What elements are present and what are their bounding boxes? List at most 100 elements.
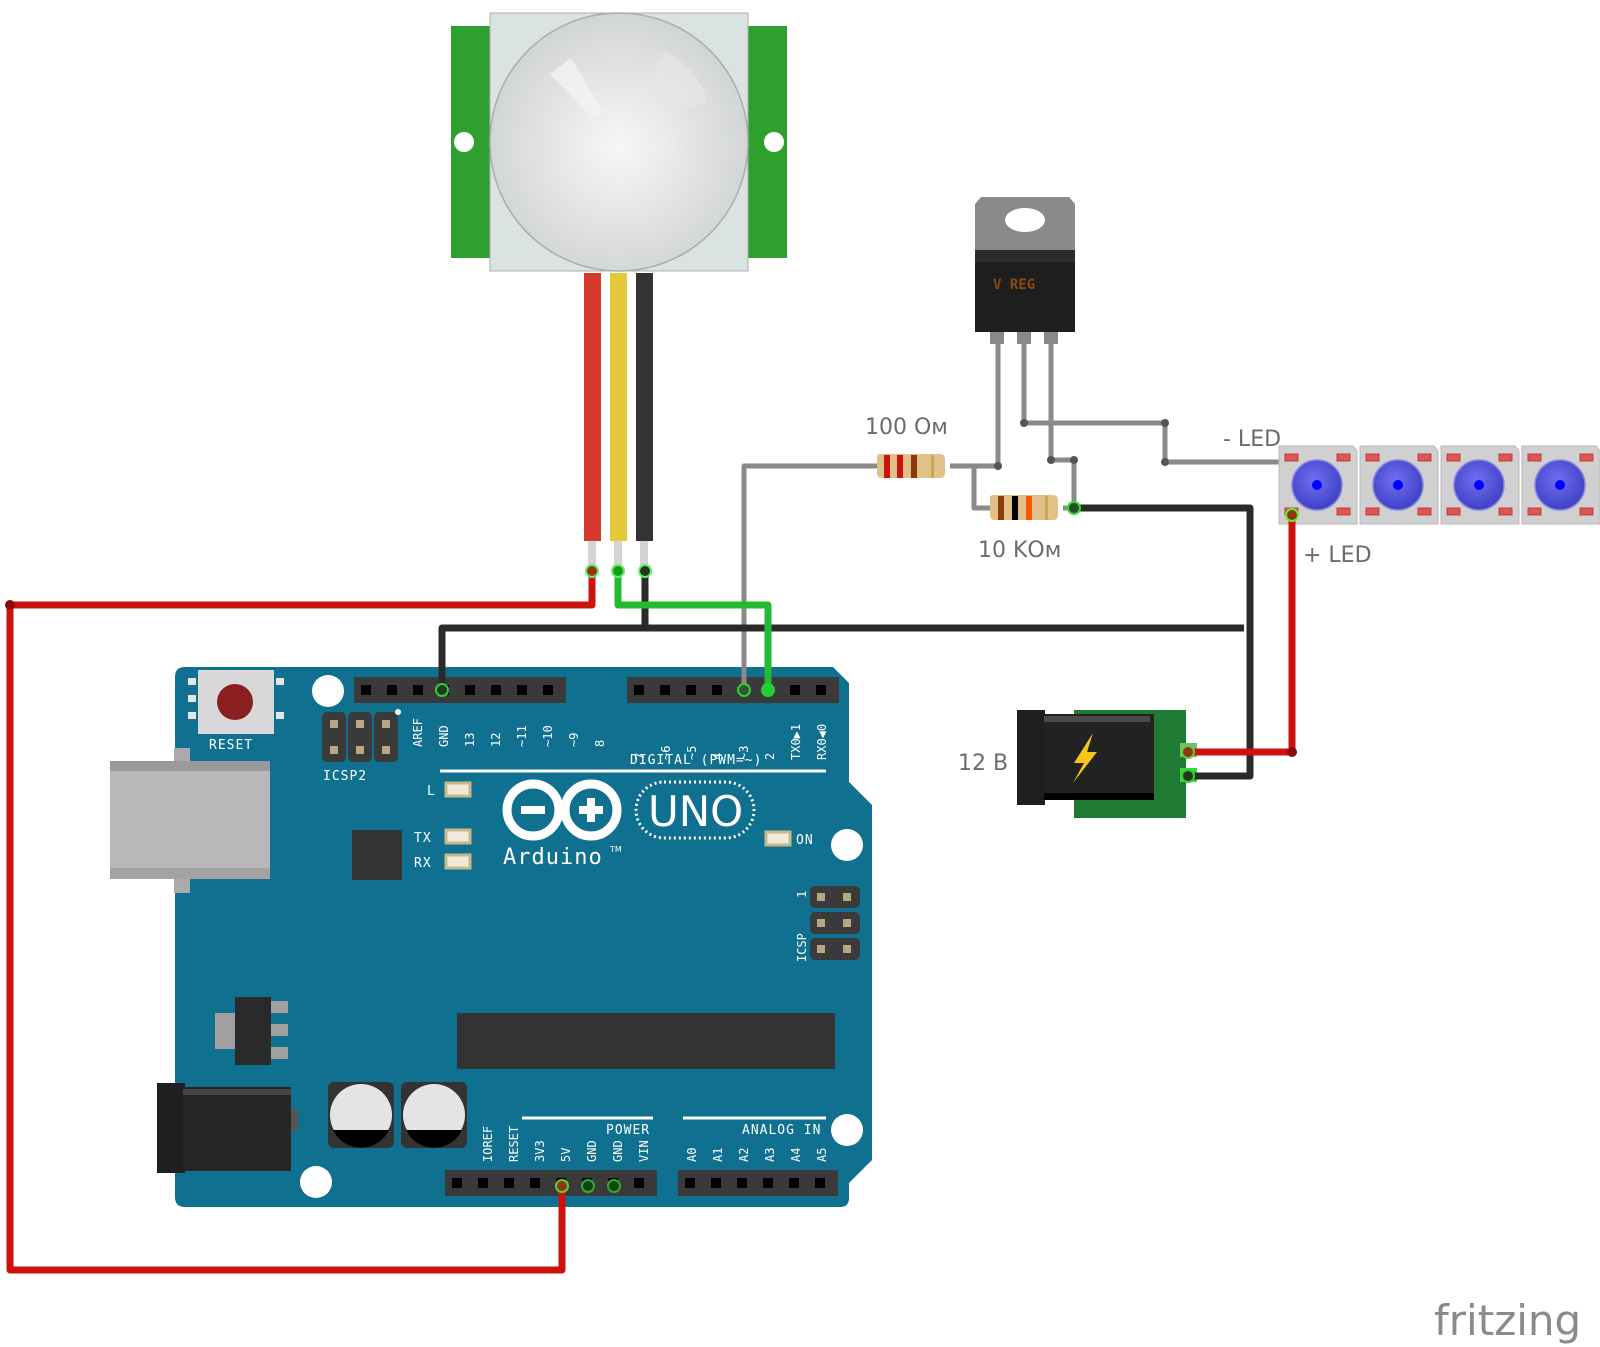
wire-pir-signal-d2: [614, 571, 772, 690]
led-strip: [1278, 445, 1600, 525]
pin-label: 5V: [559, 1148, 573, 1162]
pin-label: GND: [437, 725, 451, 747]
pin-label: 13: [463, 733, 477, 747]
header-pin-socket[interactable]: [491, 685, 501, 695]
resistor-10k-label: 10 KОм: [978, 538, 1061, 563]
pin-label: IOREF: [481, 1126, 495, 1162]
pin-label: A3: [763, 1148, 777, 1162]
header-pin-socket[interactable]: [387, 685, 397, 695]
led-tx: [444, 828, 472, 845]
led-minus-label: - LED: [1223, 427, 1281, 452]
led-rx-label: RX: [414, 856, 432, 871]
pir-hole: [764, 132, 784, 152]
board-regulator: [215, 997, 288, 1065]
connector-endpoints: [435, 501, 1299, 1193]
led-on: [764, 830, 792, 847]
voltage-regulator: V REG: [975, 197, 1075, 344]
vreg-label: V REG: [993, 277, 1035, 293]
dome-highlight: [652, 51, 707, 114]
icsp2-label: ICSP2: [323, 769, 367, 784]
wire-pir-vcc: [6, 571, 596, 1274]
header-pin-socket[interactable]: [789, 1178, 799, 1188]
header-pin-socket[interactable]: [816, 685, 826, 695]
pin-label: ~9: [567, 733, 581, 747]
icsp-label: ICSP: [795, 933, 809, 962]
header-body: [627, 677, 839, 703]
header-pin-socket[interactable]: [660, 685, 670, 695]
header-pin-socket[interactable]: [685, 1178, 695, 1188]
header-pin-socket[interactable]: [530, 1178, 540, 1188]
mounting-hole: [300, 1166, 332, 1198]
led-l: [444, 781, 472, 798]
board-pcb: [175, 667, 872, 1207]
header-pin-socket[interactable]: [517, 685, 527, 695]
reset-button[interactable]: [188, 670, 284, 734]
header-pin-socket[interactable]: [361, 685, 371, 695]
wire-r1-to-r2: [971, 466, 990, 511]
header-pin-socket[interactable]: [634, 1178, 644, 1188]
header-pin-socket[interactable]: [737, 1178, 747, 1188]
header-pin-socket[interactable]: [504, 1178, 514, 1188]
header-pin-socket[interactable]: [815, 1178, 825, 1188]
header-pin-socket[interactable]: [763, 1178, 773, 1188]
capacitor: [401, 1082, 467, 1148]
header-pin-socket[interactable]: [711, 1178, 721, 1188]
header-pin-socket[interactable]: [634, 685, 644, 695]
power-header: [445, 1170, 657, 1196]
pin-label: A0: [685, 1148, 699, 1162]
board-power-jack: [157, 1083, 298, 1173]
resistor-100-label: 100 Ом: [865, 415, 948, 440]
resistor-100-ohm: [877, 454, 945, 478]
capacitor: [328, 1082, 394, 1148]
header-pin-socket[interactable]: [790, 685, 800, 695]
pin-label: 8: [593, 740, 607, 747]
pin-label: A2: [737, 1148, 751, 1162]
header-body: [445, 1170, 657, 1196]
pin-label: 3V3: [533, 1140, 547, 1162]
pin-label: A5: [815, 1148, 829, 1162]
lightning-bolt-icon: [1073, 733, 1097, 783]
icsp-header: [810, 886, 860, 960]
header-pin-socket[interactable]: [413, 685, 423, 695]
fritzing-logo: fritzing: [1434, 1296, 1581, 1345]
header-pin-socket[interactable]: [543, 685, 553, 695]
wire-signal-d3: [741, 463, 877, 690]
header-pin-socket[interactable]: [712, 685, 722, 695]
header-body: [678, 1170, 838, 1196]
header-pin-socket[interactable]: [478, 1178, 488, 1188]
digital-header-left: [354, 677, 566, 703]
header-pin-socket[interactable]: [452, 1178, 462, 1188]
dome-highlight: [550, 58, 603, 119]
pin-label: ~5: [685, 746, 699, 760]
header-pin-socket[interactable]: [686, 685, 696, 695]
led-segment: [1278, 445, 1358, 525]
arduino-logo: UNO Arduino TM: [502, 779, 756, 870]
power-voltage-label: 12 В: [958, 751, 1008, 776]
header-pin-socket[interactable]: [465, 685, 475, 695]
pin-label: 2: [763, 753, 777, 760]
black-wires: [438, 504, 1254, 780]
mounting-hole: [831, 829, 863, 861]
digital-title: DIGITAL (PWM=~): [630, 753, 762, 768]
pin-label: ~10: [541, 725, 555, 747]
led-tx-label: TX: [414, 831, 432, 846]
header-body: [354, 677, 566, 703]
digital-header-right: [627, 677, 839, 703]
pir-hole: [454, 132, 474, 152]
wire-junction: [1287, 747, 1297, 757]
icsp2-header: [322, 709, 401, 762]
pin-label: AREF: [411, 718, 425, 747]
pin-label: RESET: [507, 1126, 521, 1162]
pin-label: A1: [711, 1148, 725, 1162]
dc-power-jack: [1017, 710, 1197, 818]
pin-label: GND: [611, 1140, 625, 1162]
trademark: TM: [609, 845, 622, 854]
usb-chip: [352, 830, 402, 880]
atmega-chip: [457, 1013, 835, 1069]
pin-label: GND: [585, 1140, 599, 1162]
